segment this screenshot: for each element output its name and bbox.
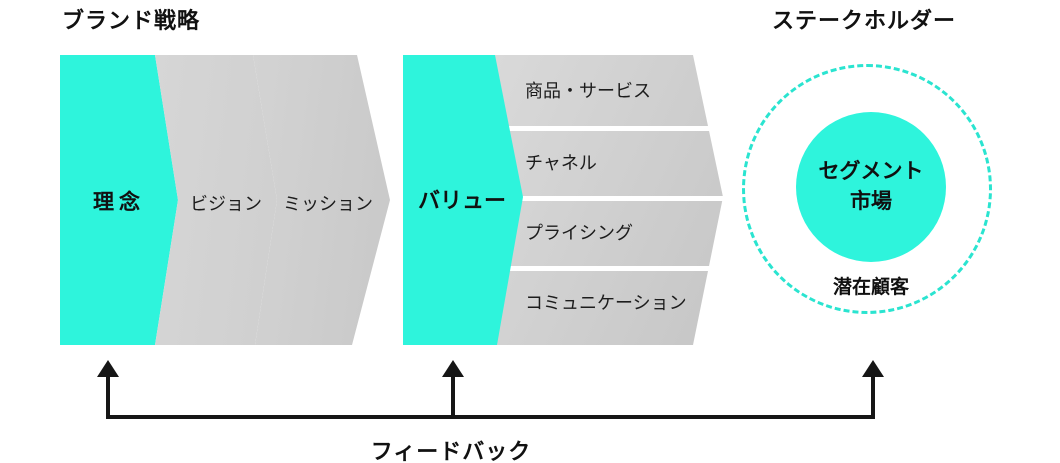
- row-divider: [463, 266, 715, 271]
- philosophy-chevron-shape: [60, 55, 178, 345]
- feedback-label: フィードバック: [370, 439, 532, 463]
- potential-customers-dashed-circle: [742, 64, 992, 314]
- row-label-channel: チャネル: [525, 153, 597, 173]
- segment-market-label-line2: 市場: [850, 190, 892, 213]
- row-divider: [463, 126, 715, 131]
- value-chevron-group: バリュー 商品・サービス チャネル プライシング コミュニケーション: [403, 55, 743, 345]
- segment-market-circle: セグメント 市場: [796, 112, 946, 262]
- mission-label: ミッション: [283, 194, 373, 214]
- segment-market-label-line1: セグメント: [818, 159, 924, 183]
- feedback-bracket-path: [106, 376, 875, 419]
- row-label-communication: コミュニケーション: [525, 293, 687, 313]
- arrow-up-icon: [97, 360, 119, 377]
- brand-strategy-title: ブランド戦略: [62, 8, 201, 33]
- potential-customers-label: 潜在顧客: [832, 277, 909, 298]
- row-divider: [463, 196, 731, 201]
- value-label: バリュー: [417, 188, 506, 213]
- row-label-pricing: プライシング: [525, 223, 633, 243]
- arrow-up-icon: [442, 360, 464, 377]
- row-label-products-services: 商品・サービス: [525, 81, 651, 101]
- feedback-arrow-line: [97, 360, 884, 419]
- philosophy-label: 理念: [93, 191, 145, 214]
- stakeholder-title: ステークホルダー: [772, 8, 957, 33]
- arrow-up-icon: [862, 360, 884, 377]
- vision-label: ビジョン: [190, 194, 262, 214]
- philosophy-chevron-group: 理念 ビジョン ミッション: [60, 55, 396, 345]
- value-chevron-shape: [403, 55, 523, 345]
